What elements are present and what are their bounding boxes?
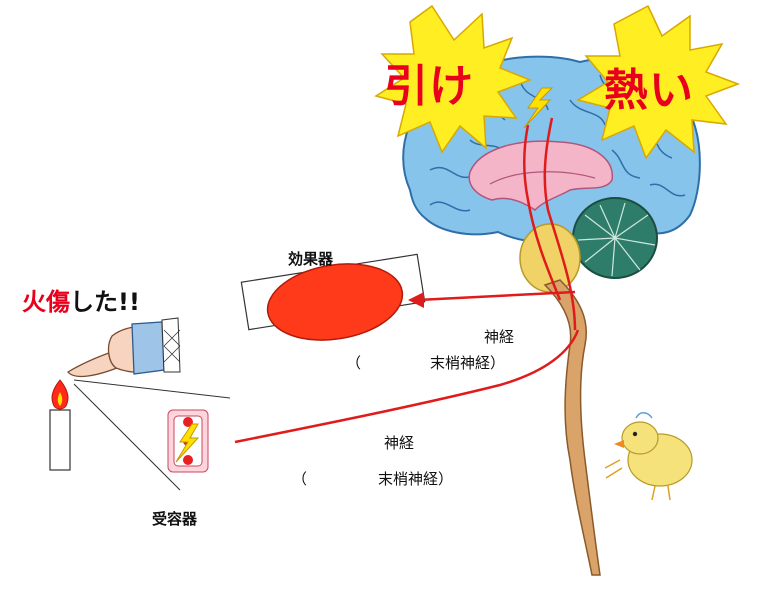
burst-right <box>576 4 741 160</box>
nerve-lower-sub-label: 末梢神経） <box>378 470 454 488</box>
burn-label-black: した!! <box>70 288 140 316</box>
receptor-label: 受容器 <box>152 510 198 528</box>
effector-muscle <box>240 253 426 341</box>
motor-nerve <box>408 290 576 308</box>
nerve-lower-paren: （ <box>292 470 308 488</box>
lightning-icon <box>523 87 554 129</box>
cerebellum <box>572 197 658 279</box>
candle <box>49 379 71 471</box>
effector-label: 効果器 <box>288 250 334 268</box>
ascending-line <box>522 124 562 301</box>
spinal-cord <box>543 279 601 576</box>
receptor <box>167 409 209 473</box>
pointer-lines <box>73 379 231 491</box>
burst-right-text: 熱い <box>604 65 694 116</box>
burst-left <box>374 4 533 154</box>
nerve-upper-label: 神経 <box>484 328 515 346</box>
nerve-lower-label: 神経 <box>384 434 415 452</box>
brainstem <box>519 223 581 293</box>
cns-pathway <box>522 117 577 331</box>
burn-label: 火傷した!! <box>22 282 140 317</box>
receptor-lightning-icon <box>175 423 200 463</box>
burn-label-red: 火傷 <box>22 288 70 316</box>
inner-brain <box>468 140 613 211</box>
sensory-nerve <box>234 329 580 444</box>
hand <box>67 317 181 378</box>
nerve-upper-paren: （ <box>346 354 362 372</box>
burst-left-text: 引け <box>384 61 474 112</box>
nerve-upper-sub-label: 末梢神経） <box>430 354 506 372</box>
chick <box>604 412 693 501</box>
descending-line <box>543 117 577 331</box>
